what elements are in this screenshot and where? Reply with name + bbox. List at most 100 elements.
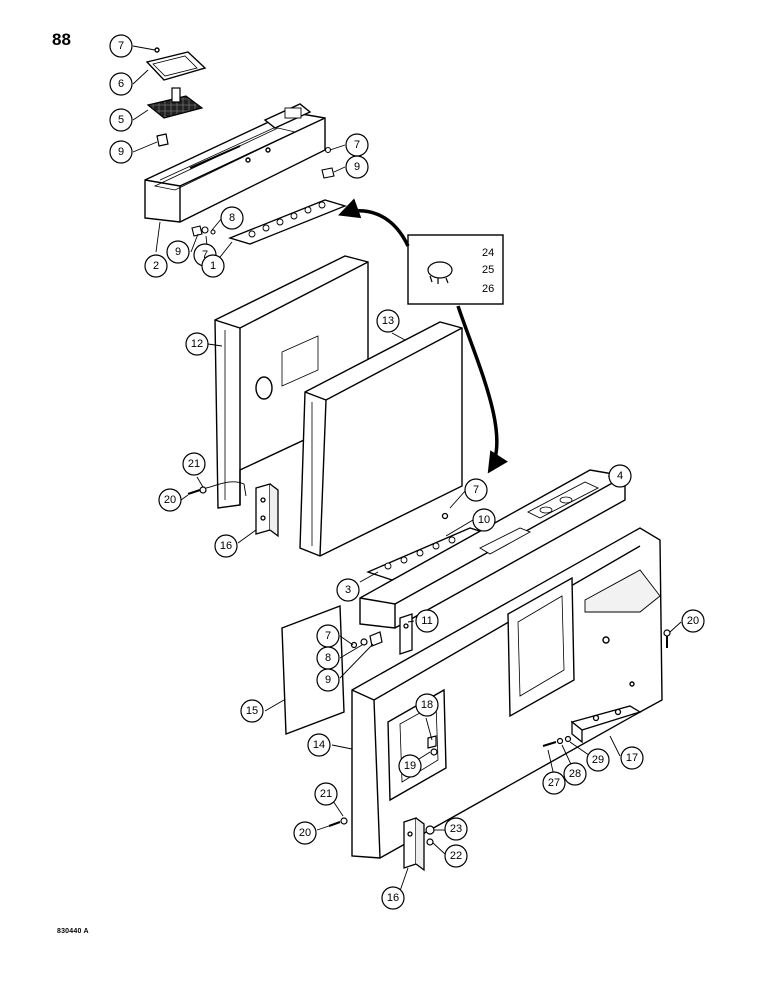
callout-circle — [314, 782, 338, 806]
part-4-lower-console — [359, 469, 626, 629]
callout-label: 16 — [387, 892, 399, 904]
callout-circle — [444, 817, 468, 841]
callout-label: 9 — [354, 161, 360, 173]
callout-29: 29 — [586, 748, 610, 772]
callout-7: 7 — [316, 624, 340, 648]
callout-label: 19 — [404, 760, 416, 772]
hardware-22-23 — [425, 825, 435, 846]
callout-circle — [681, 609, 705, 633]
callout-circle — [398, 754, 422, 778]
part-5-grid-pad — [146, 87, 204, 119]
inset-label-25: 25 — [482, 264, 494, 276]
callout-4: 4 — [608, 464, 632, 488]
callout-21: 21 — [182, 452, 206, 476]
callout-6: 6 — [109, 72, 133, 96]
figure-code: 830440 A — [57, 928, 89, 935]
callout-label: 4 — [617, 470, 623, 482]
page-number: 88 — [52, 30, 71, 49]
callout-label: 7 — [118, 40, 124, 52]
callout-label: 20 — [164, 494, 176, 506]
callout-label: 7 — [202, 249, 208, 261]
callout-label: 23 — [450, 823, 462, 835]
hardware-18-19 — [427, 735, 438, 756]
callout-16: 16 — [214, 534, 238, 558]
callout-23: 23 — [444, 817, 468, 841]
callout-label: 1 — [210, 260, 216, 272]
callout-5: 5 — [109, 108, 133, 132]
callout-label: 8 — [325, 652, 331, 664]
part-15-flat-panel — [281, 604, 345, 736]
part-1-perforated-plate — [228, 199, 347, 245]
callout-3: 3 — [336, 578, 360, 602]
callout-9: 9 — [345, 155, 369, 179]
callout-11: 11 — [415, 609, 439, 633]
part-16-bracket-upper — [255, 483, 279, 538]
callout-circle — [109, 108, 133, 132]
callout-label: 7 — [325, 630, 331, 642]
callout-circle — [345, 155, 369, 179]
callout-19: 19 — [398, 754, 422, 778]
callout-label: 21 — [188, 458, 200, 470]
callout-label: 28 — [569, 768, 581, 780]
callout-10: 10 — [472, 508, 496, 532]
callout-7: 7 — [109, 34, 133, 58]
callout-14: 14 — [307, 733, 331, 757]
part-16-bracket-lower — [403, 817, 425, 872]
callout-circle — [376, 309, 400, 333]
callout-label: 20 — [687, 615, 699, 627]
callout-label: 2 — [153, 260, 159, 272]
callout-circle — [166, 240, 190, 264]
callout-circle — [472, 508, 496, 532]
callout-label: 27 — [548, 777, 560, 789]
callout-circle — [293, 821, 317, 845]
callout-label: 16 — [220, 540, 232, 552]
fastener-20-21-lower — [328, 817, 348, 827]
callout-label: 9 — [325, 674, 331, 686]
callout-circle — [182, 452, 206, 476]
callout-circle — [240, 699, 264, 723]
callout-circle — [307, 733, 331, 757]
callout-label: 5 — [118, 114, 124, 126]
callout-label: 12 — [191, 338, 203, 350]
callout-20: 20 — [293, 821, 317, 845]
callout-label: 10 — [478, 514, 490, 526]
hardware-7-8-9-upper — [191, 146, 335, 237]
callout-8: 8 — [220, 206, 244, 230]
callout-28: 28 — [563, 762, 587, 786]
callout-label: 21 — [320, 788, 332, 800]
callout-label: 15 — [246, 705, 258, 717]
callout-label: 13 — [382, 315, 394, 327]
callout-label: 8 — [229, 212, 235, 224]
callout-label: 14 — [313, 739, 325, 751]
part-11-small-bracket — [399, 613, 413, 655]
callout-circle — [586, 748, 610, 772]
hardware-7-8-9-lower — [350, 631, 383, 649]
callout-9: 9 — [316, 668, 340, 692]
inset-frame — [407, 234, 504, 305]
callout-label: 29 — [592, 754, 604, 766]
callout-15: 15 — [240, 699, 264, 723]
callout-27: 27 — [542, 771, 566, 795]
callout-circle — [316, 668, 340, 692]
callout-circle — [214, 534, 238, 558]
callout-label: 11 — [421, 615, 432, 627]
callout-circle — [185, 332, 209, 356]
callout-circle — [109, 72, 133, 96]
callout-label: 9 — [118, 146, 124, 158]
arrow-to-upper-plate — [338, 198, 410, 247]
callout-circle — [415, 609, 439, 633]
callout-16: 16 — [381, 886, 405, 910]
callout-12: 12 — [185, 332, 209, 356]
callout-circle — [158, 488, 182, 512]
callout-20: 20 — [158, 488, 182, 512]
callout-13: 13 — [376, 309, 400, 333]
callout-circle — [109, 34, 133, 58]
callout-18: 18 — [415, 693, 439, 717]
part-2-upper-console — [144, 103, 326, 223]
callout-22: 22 — [444, 844, 468, 868]
callout-label: 22 — [450, 850, 462, 862]
callout-2: 2 — [144, 254, 168, 278]
callout-label: 3 — [345, 584, 351, 596]
